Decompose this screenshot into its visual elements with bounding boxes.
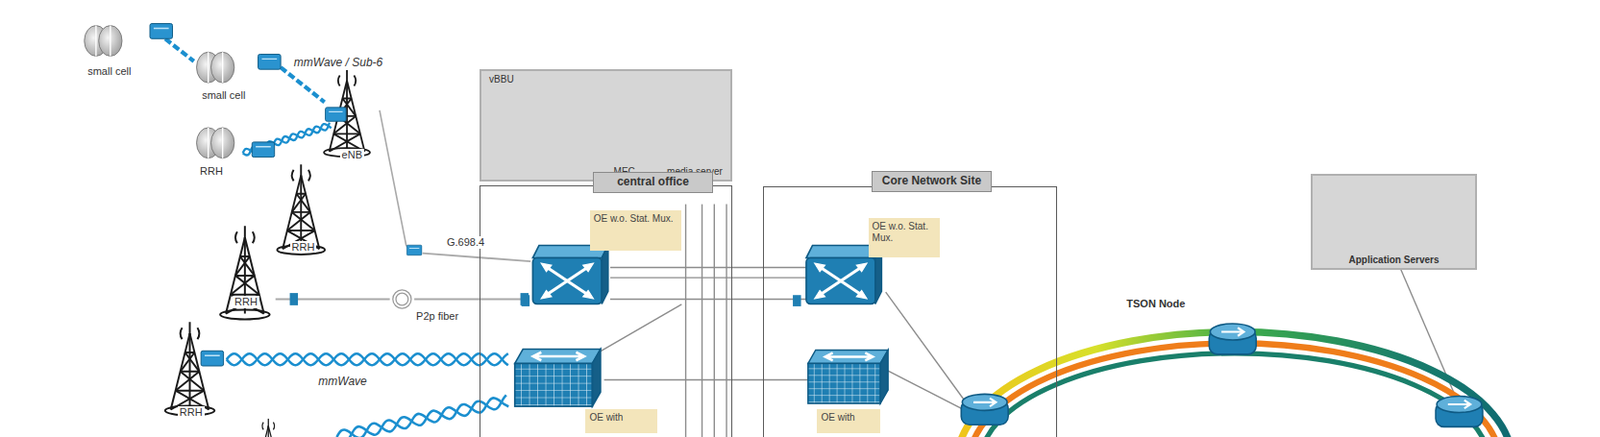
- oe-callout: OE w.o. Stat. Mux.: [868, 218, 940, 257]
- node-text: Application Servers: [1347, 254, 1442, 266]
- tower-label: eNB: [340, 148, 365, 162]
- central-office-region: central officeOE w.o. Stat. Mux.OE with: [479, 185, 733, 437]
- fiber-label: P2p fiber: [414, 310, 461, 323]
- ring-node-label: TSON Node: [1126, 297, 1185, 311]
- node-text: OE with: [589, 412, 653, 424]
- link-label: mmWave: [318, 375, 367, 390]
- core-site-region: Core Network SiteOE w.o. Stat. Mux.OE wi…: [763, 186, 1058, 437]
- node-text: vBBU: [489, 73, 515, 85]
- tower-label: RRH: [232, 295, 260, 309]
- node-text: OE w.o. Stat. Mux.: [593, 213, 679, 225]
- cell-label: RRH: [197, 165, 225, 178]
- mec-icon-box: MEC: [591, 74, 658, 179]
- tower-label: RRH: [177, 406, 205, 419]
- oe-callout: OE with: [585, 409, 657, 434]
- application-servers-panel: Application Servers: [1310, 173, 1477, 271]
- cell-label: small cell: [199, 89, 247, 102]
- interface-label: G.698.4: [444, 236, 487, 249]
- node-text: central office: [592, 172, 714, 193]
- tower-label: RRH: [290, 241, 318, 254]
- link-label: mmWave / Sub-6: [294, 56, 383, 71]
- cell-label: small cell: [85, 65, 133, 78]
- oe-callout: OE w.o. Stat. Mux.: [590, 210, 683, 251]
- node-text: Core Network Site: [871, 171, 992, 192]
- media-server-box: media server: [659, 74, 731, 179]
- oe-callout: OE with: [816, 409, 881, 434]
- node-text: OE with: [820, 412, 877, 424]
- vbbu-panel: vBBU MECmedia server: [479, 69, 733, 182]
- node-text: OE w.o. Stat. Mux.: [872, 221, 936, 245]
